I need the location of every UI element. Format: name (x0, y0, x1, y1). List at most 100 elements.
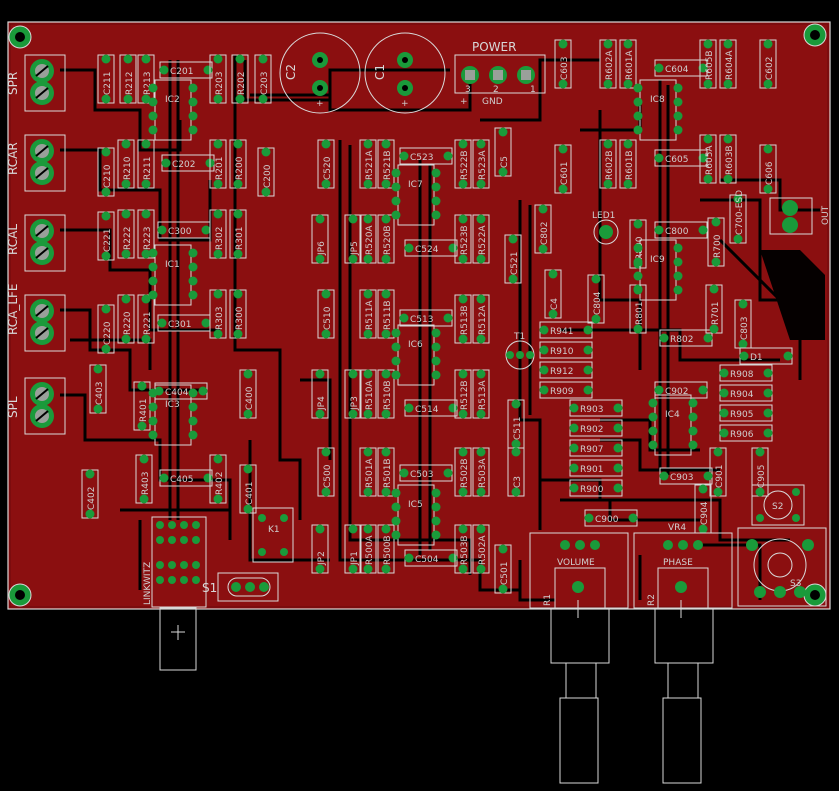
component-c901[interactable]: C901 (709, 447, 727, 497)
component-r902[interactable]: R902 (569, 419, 623, 437)
component-c210[interactable]: C210 (97, 147, 115, 197)
component-jp6[interactable]: JP6 (311, 214, 329, 264)
component-r521b[interactable]: R521B (377, 139, 395, 189)
component-c601[interactable]: C601 (554, 144, 572, 194)
component-c903[interactable]: C903 (659, 467, 713, 485)
component-r522a[interactable]: R522A (472, 214, 490, 264)
component-r203[interactable]: R203 (209, 54, 227, 104)
component-c400[interactable]: C400 (239, 369, 257, 419)
component-r523b[interactable]: R523B (454, 214, 472, 264)
capacitor-c2[interactable]: C2 + (279, 32, 361, 114)
component-r700[interactable]: R700 (707, 217, 725, 267)
component-r221[interactable]: R221 (137, 294, 155, 344)
component-c211[interactable]: C211 (97, 54, 115, 104)
component-c3[interactable]: C3 (507, 447, 525, 497)
component-c523[interactable]: C523 (399, 147, 453, 165)
output-connector[interactable]: OUT (769, 197, 831, 235)
component-r900[interactable]: R900 (569, 479, 623, 497)
switch-s3[interactable]: S3 (737, 527, 827, 607)
component-c503[interactable]: C503 (399, 464, 453, 482)
component-r910[interactable]: R910 (539, 341, 593, 359)
component-jp3[interactable]: JP3 (344, 369, 362, 419)
component-r503b[interactable]: R503B (454, 524, 472, 574)
component-c4[interactable]: C4 (544, 269, 562, 319)
component-r901[interactable]: R901 (569, 459, 623, 477)
component-r510b[interactable]: R510B (377, 369, 395, 419)
component-r520a[interactable]: R520A (359, 214, 377, 264)
component-c402[interactable]: C402 (81, 469, 99, 519)
component-c200[interactable]: C200 (257, 147, 275, 197)
component-r520b[interactable]: R520B (377, 214, 395, 264)
component-c602[interactable]: C602 (759, 39, 777, 89)
component-r601b[interactable]: R601B (619, 139, 637, 189)
component-jp1[interactable]: JP1 (344, 524, 362, 574)
component-r511b[interactable]: R511B (377, 289, 395, 339)
led1[interactable]: LED1 (592, 211, 619, 245)
capacitor-c1[interactable]: C1 + (364, 32, 446, 114)
component-r201[interactable]: R201 (209, 139, 227, 189)
component-r601a[interactable]: R601A (619, 39, 637, 89)
component-c221[interactable]: C221 (97, 211, 115, 261)
component-c203[interactable]: C203 (254, 54, 272, 104)
ic-ic8[interactable]: IC8 (633, 79, 683, 141)
component-c900[interactable]: C900 (584, 509, 638, 527)
ic-ic6[interactable]: IC6 (391, 324, 441, 386)
component-r303[interactable]: R303 (209, 289, 227, 339)
component-r605a[interactable]: R605A (699, 134, 717, 184)
component-r403[interactable]: R403 (135, 454, 153, 504)
component-r510a[interactable]: R510A (359, 369, 377, 419)
connector-spl[interactable]: SPL (6, 377, 66, 435)
component-c606[interactable]: C606 (759, 144, 777, 194)
component-c804[interactable]: C804 (587, 274, 605, 324)
component-r300[interactable]: R300 (229, 289, 247, 339)
component-r213[interactable]: R213 (137, 54, 155, 104)
component-r605b[interactable]: R605B (699, 39, 717, 89)
connector-rcal[interactable]: RCAL (6, 214, 66, 272)
component-r512b[interactable]: R512B (454, 369, 472, 419)
ic-ic4[interactable]: IC4 (648, 394, 698, 456)
component-r500a[interactable]: R500A (359, 524, 377, 574)
component-r501a[interactable]: R501A (359, 447, 377, 497)
component-r220[interactable]: R220 (117, 294, 135, 344)
component-r802[interactable]: R802 (659, 329, 713, 347)
component-r602b[interactable]: R602B (599, 139, 617, 189)
component-c902[interactable]: C902 (654, 381, 708, 399)
component-r502a[interactable]: R502A (472, 524, 490, 574)
component-r604a[interactable]: R604A (719, 39, 737, 89)
component-c800[interactable]: C800 (654, 221, 708, 239)
ic-t1[interactable]: T1 (505, 332, 535, 370)
component-r513a[interactable]: R513A (472, 369, 490, 419)
component-r502b[interactable]: R502B (454, 447, 472, 497)
component-r212[interactable]: R212 (119, 54, 137, 104)
component-c403[interactable]: C403 (89, 364, 107, 414)
connector-rcar[interactable]: RCAR (6, 134, 66, 192)
switch-s2[interactable]: S2 (751, 484, 805, 526)
component-r223[interactable]: R223 (137, 209, 155, 259)
component-c511[interactable]: C511 (507, 399, 525, 449)
connector-spr[interactable]: SPR (6, 54, 66, 112)
component-r903[interactable]: R903 (569, 399, 623, 417)
component-r602a[interactable]: R602A (599, 39, 617, 89)
component-r222[interactable]: R222 (117, 209, 135, 259)
component-c501[interactable]: C501 (494, 544, 512, 594)
component-c700-esd[interactable]: C700-ESD (729, 190, 747, 244)
ic-ic1[interactable]: IC1 (148, 244, 198, 306)
component-r200[interactable]: R200 (229, 139, 247, 189)
component-r302[interactable]: R302 (209, 209, 227, 259)
component-c513[interactable]: C513 (399, 309, 453, 327)
component-r210[interactable]: R210 (117, 139, 135, 189)
component-jp5[interactable]: JP5 (344, 214, 362, 264)
component-jp2[interactable]: JP2 (311, 524, 329, 574)
component-r907[interactable]: R907 (569, 439, 623, 457)
component-r512a[interactable]: R512A (472, 294, 490, 344)
component-c524[interactable]: C524 (404, 239, 458, 257)
component-c802[interactable]: C802 (534, 204, 552, 254)
component-c521[interactable]: C521 (504, 234, 522, 284)
component-c604[interactable]: C604 (654, 59, 708, 77)
component-c5[interactable]: C5 (494, 127, 512, 177)
ic-ic9[interactable]: IC9 (633, 239, 683, 301)
component-r501b[interactable]: R501B (377, 447, 395, 497)
component-r904[interactable]: R904 (719, 384, 773, 402)
component-r908[interactable]: R908 (719, 364, 773, 382)
